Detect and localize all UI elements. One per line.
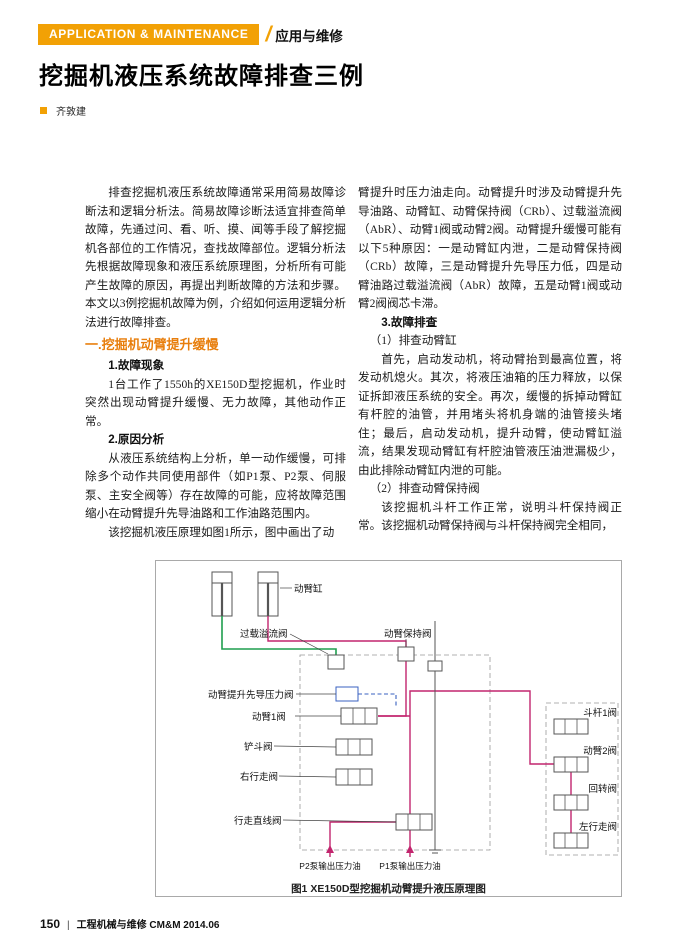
travel-straight-valve-symbol	[395, 813, 433, 831]
p1-flow-arrow-icon	[406, 845, 414, 853]
boom-valve-2-symbol	[553, 756, 589, 773]
label-left-travel-valve: 左行走阀	[579, 821, 617, 833]
label-boom-valve-1: 动臂1阀	[252, 711, 286, 723]
paragraph-continuation: 臂提升时压力油走向。动臂提升时涉及动臂提升先导油路、动臂缸、动臂保持阀（CRb）…	[358, 186, 622, 310]
page-number: 150	[40, 917, 61, 931]
aux-valve-symbol	[427, 660, 443, 672]
slash-divider-icon: /	[265, 22, 272, 46]
section-header: APPLICATION & MAINTENANCE / 应用与维修	[38, 24, 343, 45]
subheading-cause-analysis: 2.原因分析	[108, 433, 165, 446]
boom-holding-valve-symbol	[397, 646, 415, 662]
subheading-troubleshooting: 3.故障排查	[381, 315, 438, 329]
body-column-left: 排查挖掘机液压系统故障通常采用简易故障诊断法和逻辑分析法。简易故障诊断法适宜排查…	[85, 184, 346, 542]
figure-caption: 图1 XE150D型挖掘机动臂提升液压原理图	[291, 883, 486, 895]
section-tag-cn: 应用与维修	[275, 28, 343, 44]
paragraph-intro: 排查挖掘机液压系统故障通常采用简易故障诊断法和逻辑分析法。简易故障诊断法适宜排查…	[85, 186, 346, 329]
travel-straight-valve-leader	[282, 819, 397, 823]
bucket-valve-leader	[273, 745, 337, 748]
figure-1-hydraulic-schematic: 动臂缸 过载溢流阀 动臂保持阀	[155, 560, 622, 897]
section-heading-1: 一.挖掘机动臂提升缓慢	[85, 337, 219, 352]
boom-cylinder-right-symbol	[257, 571, 279, 617]
paragraph-step1-title: （1）排查动臂缸	[369, 334, 457, 347]
subheading-fault-phenomenon: 1.故障现象	[108, 359, 165, 372]
boom-valve-1-symbol	[340, 707, 378, 725]
section-tag-en: APPLICATION & MAINTENANCE	[38, 24, 260, 45]
paragraph-phenomenon: 1台工作了1550h的XE150D型挖掘机，作业时突然出现动臂提升缓慢、无力故障…	[85, 377, 346, 428]
p2-flow-arrow-icon	[326, 845, 334, 853]
author-name: 齐敦建	[56, 107, 86, 118]
label-boom-pilot-pressure-valve: 动臂提升先导压力阀	[208, 689, 294, 701]
boom-cylinder-left-symbol	[211, 571, 233, 617]
arm-valve-1-symbol	[553, 718, 589, 735]
paragraph-analysis: 从液压系统结构上分析，单一动作缓慢，可排除多个动作共同使用部件（如P1泵、P2泵…	[85, 451, 346, 521]
label-boom-cylinder: 动臂缸	[294, 583, 323, 595]
pilot-line-blue	[358, 693, 397, 708]
body-column-right: 臂提升时压力油走向。动臂提升时涉及动臂提升先导油路、动臂缸、动臂保持阀（CRb）…	[358, 184, 622, 536]
label-right-travel-valve: 右行走阀	[240, 771, 278, 783]
right-valve-manifold-box	[545, 702, 619, 856]
paragraph-step1-body: 首先，启动发动机，将动臂抬到最高位置，将发动机熄火。其次，将液压油箱的压力释放，…	[358, 352, 622, 477]
p1-pressure-trunk-red	[409, 690, 554, 857]
bucket-valve-symbol	[335, 738, 373, 756]
left-travel-valve-symbol	[553, 832, 589, 849]
journal-name: 工程机械与维修 CM&M 2014.06	[76, 920, 220, 931]
label-swing-valve: 回转阀	[588, 783, 617, 795]
main-valve-manifold-box	[299, 654, 491, 851]
label-p2-pump-oil: P2泵输出压力油	[299, 861, 360, 871]
tank-symbol	[429, 849, 441, 854]
author-bullet-icon	[40, 107, 47, 114]
author-line: 齐敦建	[40, 103, 86, 118]
boom-pilot-pressure-valve-symbol	[335, 686, 359, 702]
right-travel-valve-leader	[278, 775, 337, 778]
paragraph-step2-body: 该挖掘机斗杆工作正常，说明斗杆保持阀正常。该挖掘机动臂保持阀与斗杆保持阀完全相同…	[358, 500, 622, 533]
page-footer: 150 | 工程机械与维修 CM&M 2014.06	[40, 916, 219, 931]
label-boom-valve-2: 动臂2阀	[583, 745, 617, 757]
label-overload-relief-valve: 过载溢流阀	[240, 628, 288, 640]
article-title: 挖掘机液压系统故障排查三例	[39, 63, 364, 90]
label-bucket-valve: 铲斗阀	[244, 741, 273, 753]
hydraulic-diagram: 动臂缸 过载溢流阀 动臂保持阀	[208, 571, 619, 871]
overload-relief-leader	[289, 633, 329, 655]
right-travel-valve-symbol	[335, 768, 373, 786]
label-p1-pump-oil: P1泵输出压力油	[379, 861, 440, 871]
p2-pressure-line-red	[329, 821, 396, 857]
footer-separator: |	[67, 920, 70, 931]
paragraph-figure-ref: 该挖掘机液压原理如图1所示，图中画出了动	[108, 525, 335, 539]
return-oil-line-green	[221, 616, 337, 655]
label-travel-straight-valve: 行走直线阀	[234, 815, 282, 827]
paragraph-step2-title: （2）排查动臂保持阀	[369, 482, 480, 495]
label-arm-valve-1: 斗杆1阀	[583, 707, 617, 719]
swing-valve-symbol	[553, 794, 589, 811]
overload-relief-valve-symbol	[327, 654, 345, 670]
label-boom-holding-valve: 动臂保持阀	[384, 628, 432, 640]
